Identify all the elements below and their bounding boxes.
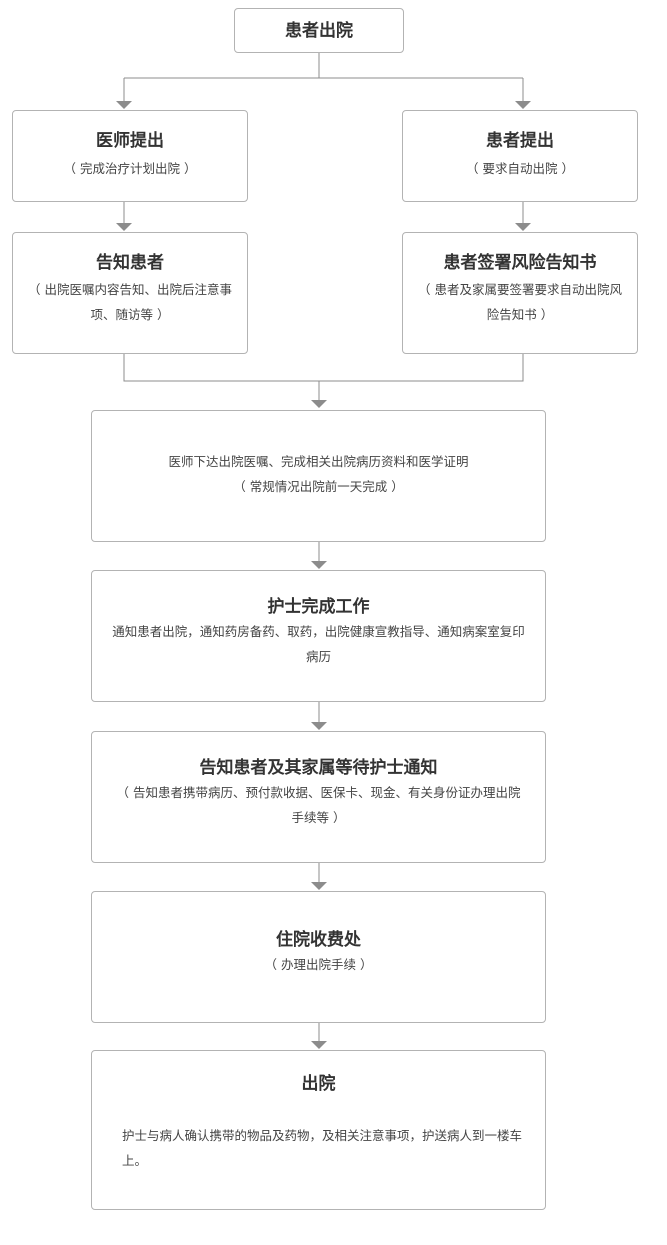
arrowhead-cashier (311, 882, 327, 890)
node-text: 通知患者出院，通知药房备药、取药，出院健康宣教指导、通知病案室复印病历 (112, 624, 525, 664)
node-doctor-orders: 医师下达出院医嘱、完成相关出院病历资料和医学证明 （ 常规情况出院前一天完成 ） (91, 410, 546, 542)
node-title: 告知患者及其家属等待护士通知 (199, 758, 438, 778)
node-title: 医师提出 (96, 131, 164, 151)
arrowhead-nurse (311, 561, 327, 569)
arrowhead-discharge (311, 1041, 327, 1049)
arrowhead-orders (311, 400, 327, 408)
node-patient-discharge: 患者出院 (234, 8, 404, 53)
node-title: 患者提出 (486, 131, 554, 151)
node-title: 出院 (301, 1074, 336, 1094)
arrowhead-family (311, 722, 327, 730)
arrowhead-doctor (116, 101, 132, 109)
node-title: 护士完成工作 (267, 597, 370, 617)
node-note: （ 出院医嘱内容告知、出院后注意事项、随访等 ） (28, 282, 232, 322)
node-patient-proposes: 患者提出 （ 要求自动出院 ） (402, 110, 638, 202)
split-connector (123, 53, 524, 101)
node-inform-patient: 告知患者 （ 出院医嘱内容告知、出院后注意事项、随访等 ） (12, 232, 248, 354)
node-title: 患者签署风险告知书 (443, 253, 597, 273)
node-text: 医师下达出院医嘱、完成相关出院病历资料和医学证明 (168, 454, 469, 469)
node-note: （ 患者及家属要签署要求自动出院风险告知书 ） (418, 282, 622, 322)
node-note: （ 告知患者携带病历、预付款收据、医保卡、现金、有关身份证办理出院手续等 ） (116, 785, 521, 825)
node-text: 护士与病人确认携带的物品及药物，及相关注意事项，护送病人到一楼车上。 (122, 1128, 523, 1168)
node-title: 患者出院 (285, 21, 353, 41)
arrowhead-sign (515, 223, 531, 231)
node-sign-risk-notice: 患者签署风险告知书 （ 患者及家属要签署要求自动出院风险告知书 ） (402, 232, 638, 354)
node-family-wait: 告知患者及其家属等待护士通知 （ 告知患者携带病历、预付款收据、医保卡、现金、有… (91, 731, 546, 863)
node-title: 告知患者 (96, 253, 164, 273)
merge-connector (123, 354, 524, 400)
arrowhead-patient (515, 101, 531, 109)
node-note: （ 办理出院手续 ） (264, 957, 373, 972)
node-discharge: 出院 护士与病人确认携带的物品及药物，及相关注意事项，护送病人到一楼车上。 (91, 1050, 546, 1210)
node-note: （ 常规情况出院前一天完成 ） (233, 479, 404, 494)
node-cashier: 住院收费处 （ 办理出院手续 ） (91, 891, 546, 1023)
node-title: 住院收费处 (276, 930, 361, 950)
node-note: （ 要求自动出院 ） (466, 161, 574, 176)
arrowhead-inform (116, 223, 132, 231)
node-nurse-work: 护士完成工作 通知患者出院，通知药房备药、取药，出院健康宣教指导、通知病案室复印… (91, 570, 546, 702)
node-note: （ 完成治疗计划出院 ） (63, 161, 197, 176)
node-doctor-proposes: 医师提出 （ 完成治疗计划出院 ） (12, 110, 248, 202)
